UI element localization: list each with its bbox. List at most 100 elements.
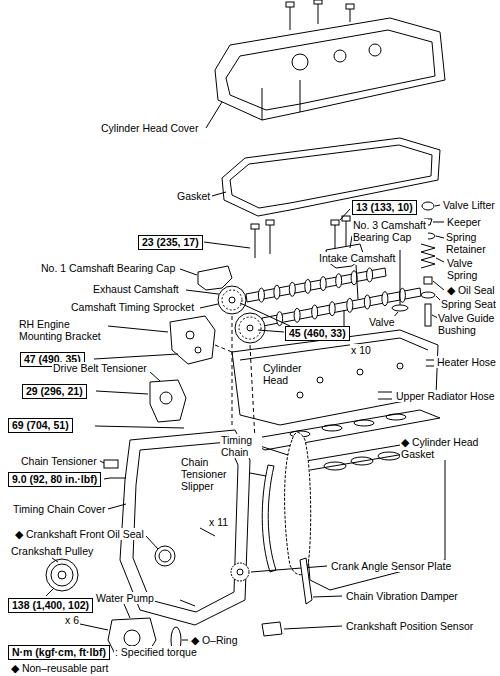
leader-line bbox=[200, 304, 218, 308]
torque-box: 45 (460, 33) bbox=[285, 326, 350, 341]
part-label: Upper Radiator Hose bbox=[395, 390, 496, 402]
part-label: Drive Belt Tensioner bbox=[52, 362, 148, 374]
leader-line bbox=[356, 265, 358, 299]
crankshaft-pulley bbox=[58, 571, 66, 579]
part-label: Chain Vibration Damper bbox=[345, 590, 459, 602]
valve-assembly bbox=[400, 250, 401, 305]
crankshaft-front-oil-seal bbox=[159, 550, 171, 562]
valve-assembly bbox=[421, 244, 435, 268]
leader-line bbox=[206, 102, 222, 128]
cylinder-head bbox=[297, 392, 303, 398]
part-label: Timing Chain Cover bbox=[12, 503, 106, 515]
cylinder-head bbox=[240, 338, 428, 360]
crankshaft-pulley bbox=[46, 559, 78, 591]
cylinder-head-cover bbox=[215, 18, 445, 120]
cover-bolts-x11 bbox=[180, 528, 215, 606]
camshaft-timing-sprockets bbox=[218, 286, 246, 314]
cylinder-head-gasket bbox=[386, 414, 406, 420]
valve-assembly bbox=[422, 202, 434, 210]
part-label: Valve Spring bbox=[446, 257, 488, 281]
camshaft-bolts bbox=[270, 224, 271, 254]
cylinder-head bbox=[232, 330, 438, 425]
drive-belt-tensioner bbox=[160, 392, 172, 404]
cylinder-head bbox=[357, 369, 363, 375]
cam-lobe bbox=[329, 302, 335, 316]
cover-bolts bbox=[314, 0, 322, 4]
camshaft-timing-sprockets bbox=[229, 297, 235, 303]
chain-vibration-damper bbox=[300, 558, 312, 604]
cover-bolts-x11 bbox=[180, 600, 195, 606]
chain-tensioner-slipper bbox=[262, 465, 276, 572]
torque-box: 138 (1,400, 102) bbox=[8, 598, 93, 613]
part-label: Water Pump bbox=[95, 592, 155, 604]
leader-line bbox=[258, 330, 284, 332]
cylinder-head-gasket bbox=[354, 420, 374, 426]
cam-lobe bbox=[274, 285, 280, 299]
part-label: No. 1 Camshaft Bearing Cap bbox=[40, 262, 176, 274]
camshaft-timing-sprockets bbox=[218, 286, 265, 343]
part-label: Camshaft Timing Sprocket bbox=[70, 301, 195, 313]
part-label: Intake Camshaft bbox=[318, 252, 396, 264]
cam-lobe bbox=[364, 295, 370, 309]
leader-line bbox=[108, 326, 168, 332]
cylinder-head-cover bbox=[262, 80, 300, 120]
torque-value: 9.0 (92, 80 in.·lbf) bbox=[12, 473, 97, 485]
camshaft-timing-sprockets bbox=[247, 325, 253, 331]
cover-gasket bbox=[222, 138, 440, 216]
cam-lobe bbox=[312, 305, 318, 319]
torque-box: 23 (235, 17) bbox=[138, 235, 203, 250]
part-label: ◆ Oil Seal bbox=[446, 284, 496, 296]
water-pump bbox=[124, 630, 140, 646]
drive-belt-tensioner bbox=[150, 380, 186, 422]
leader-line bbox=[94, 354, 178, 359]
leader-line bbox=[108, 504, 126, 509]
leader-line bbox=[80, 624, 108, 630]
part-label: Exhaust Camshaft bbox=[92, 283, 180, 295]
cylinder-head-cover bbox=[226, 30, 435, 110]
leader-line bbox=[146, 536, 158, 549]
leader-line bbox=[284, 626, 342, 629]
camshaft-bolts bbox=[251, 224, 259, 229]
timing-chain-cover bbox=[133, 442, 238, 612]
hoses bbox=[426, 360, 434, 366]
leader-line bbox=[96, 391, 148, 394]
valve-assembly bbox=[421, 292, 435, 298]
leader-line bbox=[150, 372, 160, 381]
leader-line bbox=[340, 209, 350, 220]
part-label: Heater Hose bbox=[436, 356, 497, 368]
cam-lobe bbox=[347, 298, 353, 312]
part-label: ◆ O–Ring bbox=[190, 634, 239, 646]
chain-tensioner bbox=[104, 460, 118, 468]
part-label: Crankshaft Pulley bbox=[10, 545, 94, 557]
cylinder-head-cover bbox=[292, 54, 308, 70]
torque-value: 23 (235, 17) bbox=[142, 236, 199, 248]
part-label: Spring Retainer bbox=[445, 231, 497, 255]
rh-engine-mounting-bracket bbox=[170, 316, 215, 364]
leader-line bbox=[180, 269, 197, 275]
no1-bearing-cap bbox=[198, 266, 232, 290]
part-label: Chain Tensioner Slipper bbox=[180, 456, 234, 492]
drive-belt-tensioner bbox=[150, 380, 186, 422]
part-label: ◆ Non–reusable part bbox=[10, 662, 109, 674]
camshaft-bolts bbox=[335, 224, 336, 250]
cover-bolts bbox=[318, 3, 319, 24]
part-label: Keeper bbox=[446, 216, 482, 228]
torque-value: 29 (296, 21) bbox=[26, 385, 83, 397]
leader-line bbox=[313, 596, 342, 597]
valve-leaders bbox=[433, 281, 444, 290]
torque-value: 13 (133, 10) bbox=[356, 201, 413, 213]
cover-bolts-x11 bbox=[200, 528, 215, 536]
cylinder-head-gasket bbox=[322, 425, 342, 431]
crankshaft-pulley bbox=[51, 564, 73, 586]
crank-angle-sensor-plate bbox=[231, 563, 249, 581]
leader-line bbox=[182, 640, 188, 641]
cylinder-head bbox=[317, 377, 323, 383]
crankshaft-position-sensor bbox=[262, 622, 282, 636]
legend-torque-box: N·m (kgf·cm, ft·lbf) bbox=[8, 645, 110, 660]
part-label: Chain Tensioner bbox=[20, 455, 98, 467]
cam-lobe bbox=[336, 274, 342, 288]
cover-bolts bbox=[286, 2, 294, 7]
part-label: Valve bbox=[368, 316, 396, 328]
part-label: ◆ Cylinder Head Gasket bbox=[400, 436, 482, 460]
cylinder-block bbox=[351, 457, 373, 465]
